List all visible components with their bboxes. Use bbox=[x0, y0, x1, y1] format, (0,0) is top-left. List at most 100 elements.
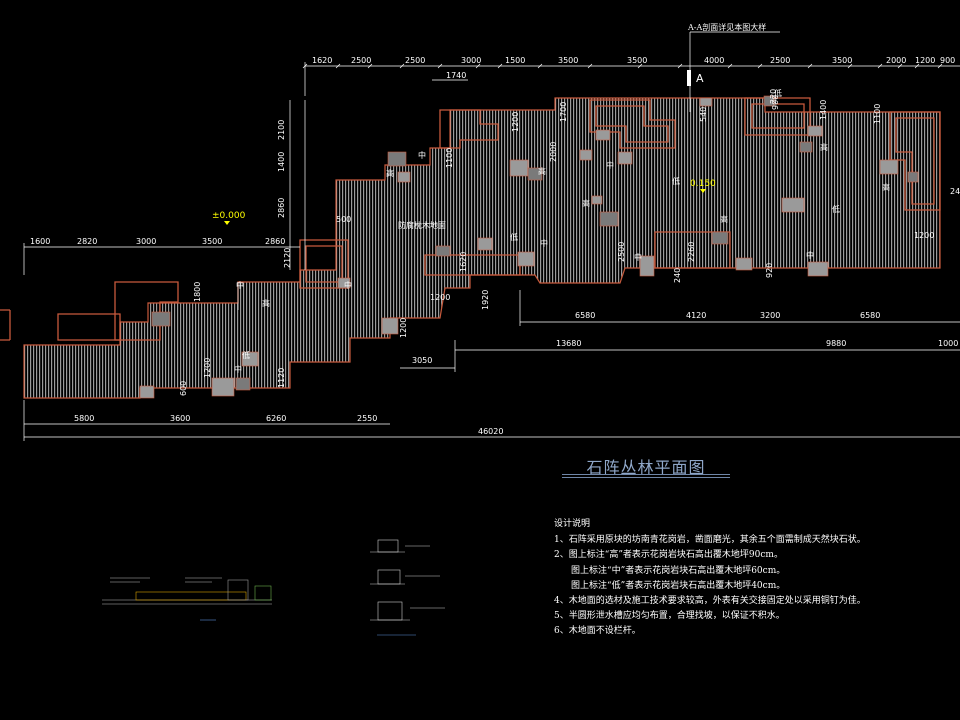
stone-block bbox=[763, 95, 775, 107]
dim-misc-2120: 2120 bbox=[283, 248, 292, 268]
dim-right2-2: 9880 bbox=[826, 339, 846, 348]
stone-height-label: 中 bbox=[418, 150, 426, 160]
dim-misc-240: 240 bbox=[673, 268, 682, 283]
dimension-tick bbox=[757, 63, 763, 69]
stone-height-label: 中 bbox=[606, 160, 614, 170]
section-ref-text: A-A剖面详见本图大样 bbox=[687, 22, 766, 32]
bottom-dimensions: 5800 3600 6260 2550 46020 bbox=[74, 414, 503, 436]
dim-misc-500: 500 bbox=[336, 215, 351, 224]
dim-right2-1: 13680 bbox=[556, 339, 581, 348]
stone-block bbox=[907, 171, 919, 183]
dim-top-7: 3500 bbox=[627, 56, 647, 65]
level-text-1: ±0.000 bbox=[212, 211, 246, 221]
dim-misc-1620: 1620 bbox=[459, 252, 468, 272]
dim-misc-1200: 1200 bbox=[511, 112, 520, 132]
dim-misc-1800: 1800 bbox=[193, 282, 202, 302]
stone-block bbox=[397, 171, 411, 183]
stone-block bbox=[879, 159, 899, 175]
dim-top-1: 1620 bbox=[312, 56, 332, 65]
stone-block bbox=[591, 195, 603, 205]
dim-top-11: 2000 bbox=[886, 56, 906, 65]
stone-block bbox=[617, 151, 633, 165]
stone-block bbox=[509, 159, 529, 177]
stone-height-label: 中 bbox=[236, 280, 244, 290]
dim-misc-540: 540 bbox=[699, 107, 708, 122]
dim-bottom-2: 3600 bbox=[170, 414, 190, 423]
dimension-tick bbox=[807, 63, 813, 69]
stone-height-label: 高 bbox=[882, 182, 890, 192]
dim-misc-2860: 2860 bbox=[277, 198, 286, 218]
dim-top-2: 2500 bbox=[351, 56, 371, 65]
dim-bottom-3: 6260 bbox=[266, 414, 286, 423]
note-5: 5、半圆形泄水槽应均匀布置，合理找坡，以保证不积水。 bbox=[554, 611, 785, 622]
dim-misc-1200d: 1200 bbox=[914, 231, 934, 240]
stone-block bbox=[211, 377, 235, 397]
dim-right1-4: 6580 bbox=[860, 311, 880, 320]
dim-misc-1200c: 1200 bbox=[399, 318, 408, 338]
dim-top-12: 1200 bbox=[915, 56, 935, 65]
area-label: 防腐枕木地面 bbox=[398, 220, 446, 230]
stone-block bbox=[595, 129, 611, 141]
misc-dimensions: 1740 2100 1400 2860 1200 1700 2000 1100 … bbox=[179, 71, 960, 396]
stone-block bbox=[711, 231, 729, 245]
dim-misc-900: 900 bbox=[771, 95, 780, 110]
stone-block bbox=[241, 351, 259, 367]
dimension-tick bbox=[587, 63, 593, 69]
stone-height-label: 中 bbox=[634, 252, 642, 262]
top-dimensions: 1620 2500 2500 3000 1500 3500 3500 4000 … bbox=[312, 56, 955, 65]
dim-misc-220: 220 bbox=[769, 89, 778, 104]
dim-top-9: 2500 bbox=[770, 56, 790, 65]
dim-top-3: 2500 bbox=[405, 56, 425, 65]
dim-top-8: 4000 bbox=[704, 56, 724, 65]
note-2: 2、图上标注“高”者表示花岗岩块石高出覆木地坪90cm。 bbox=[554, 550, 783, 561]
dim-misc-2260: 2260 bbox=[687, 242, 696, 262]
stone-height-label: 高 bbox=[720, 214, 728, 224]
stone-block bbox=[477, 237, 493, 251]
dim-top-13: 900 bbox=[940, 56, 955, 65]
section-mark-letter: A bbox=[696, 72, 704, 85]
stone-block bbox=[435, 245, 451, 257]
section-detail-drawing bbox=[102, 577, 272, 621]
stone-height-label: 高 bbox=[262, 298, 270, 308]
dim-bottom-1: 5800 bbox=[74, 414, 94, 423]
dim-top-10: 3500 bbox=[832, 56, 852, 65]
dim-misc-1700: 1700 bbox=[559, 102, 568, 122]
stone-height-label: 中 bbox=[234, 364, 242, 374]
dim-top-5: 1500 bbox=[505, 56, 525, 65]
dimension-tick bbox=[399, 63, 405, 69]
dimension-lines bbox=[23, 31, 960, 441]
dim-misc-2500: 2500 bbox=[617, 242, 626, 262]
stone-block bbox=[337, 277, 351, 289]
dimension-tick bbox=[637, 63, 643, 69]
dimension-tick bbox=[914, 63, 920, 69]
stone-height-label: 低 bbox=[242, 350, 250, 360]
dim-misc-1740: 1740 bbox=[446, 71, 466, 80]
dimension-tick bbox=[475, 63, 481, 69]
stone-block bbox=[517, 251, 535, 267]
stone-block bbox=[735, 257, 753, 271]
stone-height-label: 高 bbox=[538, 166, 546, 176]
level-mark-2: 0.150 bbox=[690, 179, 716, 193]
notes-heading: 设计说明 bbox=[554, 519, 591, 529]
stone-height-label: 高 bbox=[582, 198, 590, 208]
dim-misc-3050: 3050 bbox=[412, 356, 432, 365]
dimension-tick bbox=[727, 63, 733, 69]
note-2c: 图上标注“低”者表示花岗岩块石高出覆木地坪40cm。 bbox=[571, 580, 786, 591]
stone-block bbox=[235, 377, 251, 391]
left-dimensions: 1600 2820 3000 3500 2860 bbox=[30, 237, 285, 246]
design-notes: 设计说明 1、石阵采用原块的坊南青花岗岩，凿面磨光，其余五个面需制成天然块石状。… bbox=[554, 517, 954, 640]
dim-misc-2000: 2000 bbox=[549, 142, 558, 162]
right-dimensions: 6580 4120 3200 6580 13680 9880 1000 bbox=[556, 311, 958, 348]
dim-left-3: 3000 bbox=[136, 237, 156, 246]
level-mark-1: ±0.000 bbox=[212, 211, 246, 225]
dimension-tick bbox=[897, 63, 903, 69]
dim-total: 46020 bbox=[478, 427, 503, 436]
dim-misc-1120: 1120 bbox=[277, 368, 286, 388]
stone-block bbox=[781, 197, 805, 213]
dimension-tick bbox=[335, 63, 341, 69]
stone-block bbox=[139, 385, 155, 399]
note-2b: 图上标注“中”者表示花岗岩块石高出覆木地坪60cm。 bbox=[571, 565, 786, 576]
stone-block bbox=[699, 97, 713, 107]
dimension-tick bbox=[877, 63, 883, 69]
stone-height-label: 中 bbox=[344, 280, 352, 290]
